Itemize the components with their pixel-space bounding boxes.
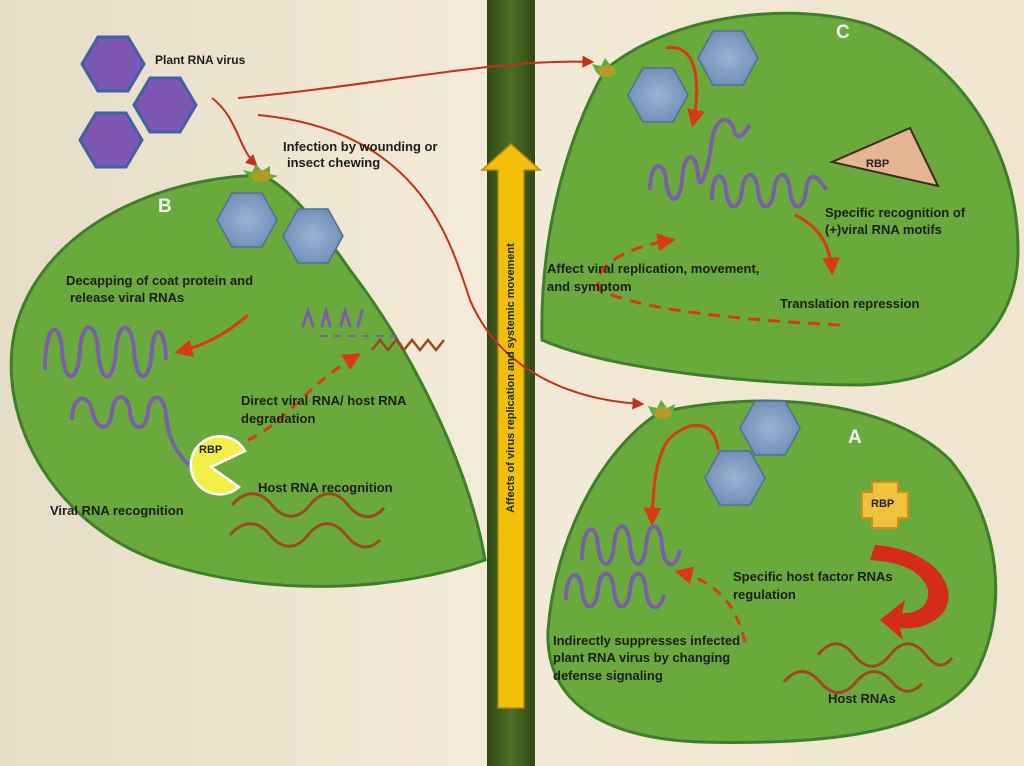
arrow-indirect xyxy=(674,566,747,643)
panel-c-letter: C xyxy=(836,22,850,43)
viral-rna-c1 xyxy=(648,117,752,201)
arrow-c-entry xyxy=(665,46,705,128)
host-rna-recognition-label: Host RNA recognition xyxy=(258,480,393,495)
direct-degradation-line1: Direct viral RNA/ host RNA xyxy=(241,393,407,408)
direct-degradation-line2: degradation xyxy=(241,411,316,426)
curved-regulation-arrow xyxy=(870,545,949,640)
rbp-cross xyxy=(861,481,909,529)
arrow-a-entry xyxy=(643,423,720,526)
rbp-label-b: RBP xyxy=(199,444,223,456)
indirect-line3: defense signaling xyxy=(553,668,663,683)
virus-particle-b1 xyxy=(216,192,278,248)
rbp-pacman xyxy=(189,435,247,496)
specific-recognition-line1: Specific recognition of xyxy=(825,205,966,220)
host-factor-line2: regulation xyxy=(733,587,796,602)
host-rna-b1 xyxy=(230,492,386,519)
viral-rna-fragments xyxy=(301,305,364,328)
virus-hex-2 xyxy=(132,76,198,134)
arrow-degradation xyxy=(247,353,362,442)
virus-particle-a2 xyxy=(704,450,766,506)
indirect-line2: plant RNA virus by changing xyxy=(553,650,731,665)
arrow-decapping xyxy=(174,313,249,358)
specific-recognition-line2: (+)viral RNA motifs xyxy=(825,222,942,237)
arrow-affect xyxy=(596,233,841,327)
host-rnas-label: Host RNAs xyxy=(828,691,896,706)
entry-site-c xyxy=(592,58,624,80)
rbp-label-c: RBP xyxy=(866,158,890,170)
virus-hex-3 xyxy=(78,111,144,169)
entry-site-a xyxy=(648,400,680,422)
decapping-label-line1: Decapping of coat protein and xyxy=(66,273,254,288)
host-rna-b2 xyxy=(228,522,382,549)
decapping-label-line2: release viral RNAs xyxy=(70,290,185,305)
viral-rna-a2 xyxy=(564,571,666,610)
infection-label-line2: insect chewing xyxy=(287,155,381,170)
host-rna-a2 xyxy=(782,670,924,694)
plant-rna-virus-label: Plant RNA virus xyxy=(155,53,246,67)
virus-hex-1 xyxy=(80,35,146,93)
rbp-triangle xyxy=(828,126,940,188)
affect-label-line2: and symptom xyxy=(547,279,632,294)
viral-rna-c2 xyxy=(710,173,828,209)
entry-site-b xyxy=(243,164,278,184)
viral-rna-b1 xyxy=(43,325,168,379)
host-rna-a1 xyxy=(816,642,954,668)
panel-a-letter: A xyxy=(848,427,862,448)
infection-label-line1: Infection by wounding or xyxy=(283,139,438,154)
virus-particle-b2 xyxy=(282,208,344,264)
host-rna-fragments xyxy=(371,337,445,353)
viral-rna-a1 xyxy=(580,524,682,567)
arrow-translation xyxy=(794,213,841,276)
infection-arrow-to-c xyxy=(237,55,595,99)
indirect-line1: Indirectly suppresses infected xyxy=(553,633,741,648)
cell-b xyxy=(9,173,487,588)
rbp-label-a: RBP xyxy=(871,498,895,510)
viral-rna-recognition-label: Viral RNA recognition xyxy=(50,503,184,518)
affect-label-line1: Affect viral replication, movement, xyxy=(547,261,760,276)
stem-up-arrow xyxy=(480,142,542,709)
virus-particle-c2 xyxy=(697,30,759,86)
virus-cluster xyxy=(78,35,198,169)
host-factor-line1: Specific host factor RNAs xyxy=(733,569,893,584)
stem-label: Affects of virus replication and systemi… xyxy=(505,243,517,513)
infection-arrow-to-a xyxy=(257,114,645,410)
viral-rna-b2 xyxy=(70,395,194,470)
translation-repression-label: Translation repression xyxy=(780,296,920,311)
virus-particle-a1 xyxy=(739,400,801,456)
virus-particle-c1 xyxy=(627,67,689,123)
panel-b-letter: B xyxy=(158,196,172,217)
infection-arrow-to-b xyxy=(211,97,258,167)
